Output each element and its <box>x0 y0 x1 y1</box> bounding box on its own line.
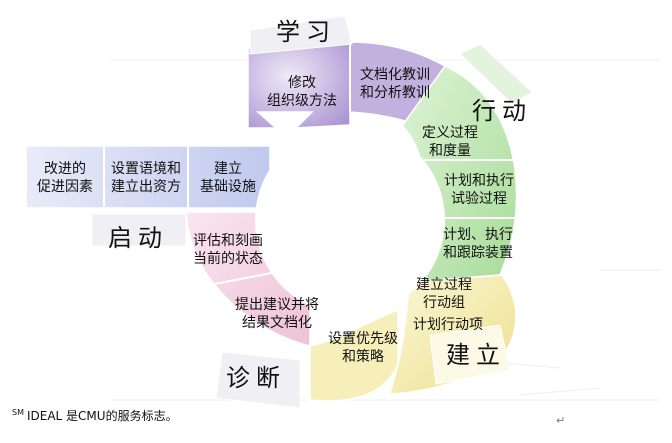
segment-establish <box>309 274 517 402</box>
step-plan-experiment: 计划和执行 试验过程 <box>444 173 514 207</box>
paragraph-mark: ↵ <box>556 414 566 427</box>
step-plan-items: 计划行动项 <box>413 317 483 333</box>
step-set-context: 设置语境和 建立出资方 <box>111 161 181 195</box>
service-mark: SM <box>12 408 24 417</box>
step-set-priorities: 设置优先级 和策略 <box>328 331 398 365</box>
step-document-lessons: 文档化教训 和分析教训 <box>360 67 430 101</box>
step-stimulus: 改进的 促进因素 <box>37 161 93 195</box>
cycle-center <box>255 125 445 315</box>
phase-label-act: 行动 <box>472 97 532 125</box>
footnote-text: IDEAL 是CMU的服务标志。 <box>26 409 178 423</box>
phase-label-learn: 学习 <box>276 18 336 46</box>
step-assess-state: 评估和刻画 当前的状态 <box>193 233 263 267</box>
step-revise-approach: 修改 组织级方法 <box>267 75 337 109</box>
step-define-process: 定义过程 和度量 <box>422 125 478 159</box>
step-build-team: 建立过程 行动组 <box>416 277 472 311</box>
step-plan-track: 计划、执行 和跟踪装置 <box>443 227 513 261</box>
step-build-infrastructure: 建立 基础设施 <box>200 161 256 195</box>
phase-label-start: 启动 <box>108 224 168 252</box>
phase-label-diagnose: 诊断 <box>226 364 286 392</box>
phase-label-establish: 建立 <box>446 341 506 369</box>
step-recommend: 提出建议并将 结果文档化 <box>235 297 319 331</box>
segment-start <box>25 145 271 247</box>
